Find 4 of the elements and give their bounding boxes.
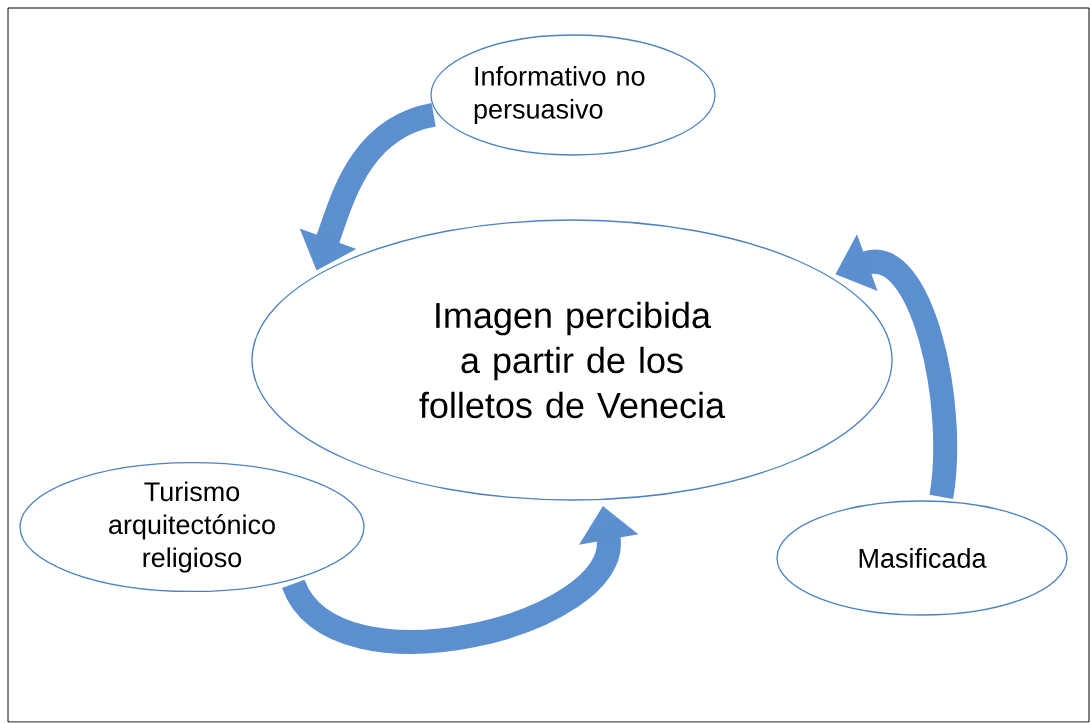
ellipse-node: Turismo arquitectónico religioso <box>19 461 365 593</box>
ellipse-node: Informativo no persuasivo <box>430 34 716 156</box>
ellipse-node: Masificada <box>776 500 1068 616</box>
ellipse-node: Imagen percibida a partir de los folletos de Venecia <box>251 219 893 501</box>
